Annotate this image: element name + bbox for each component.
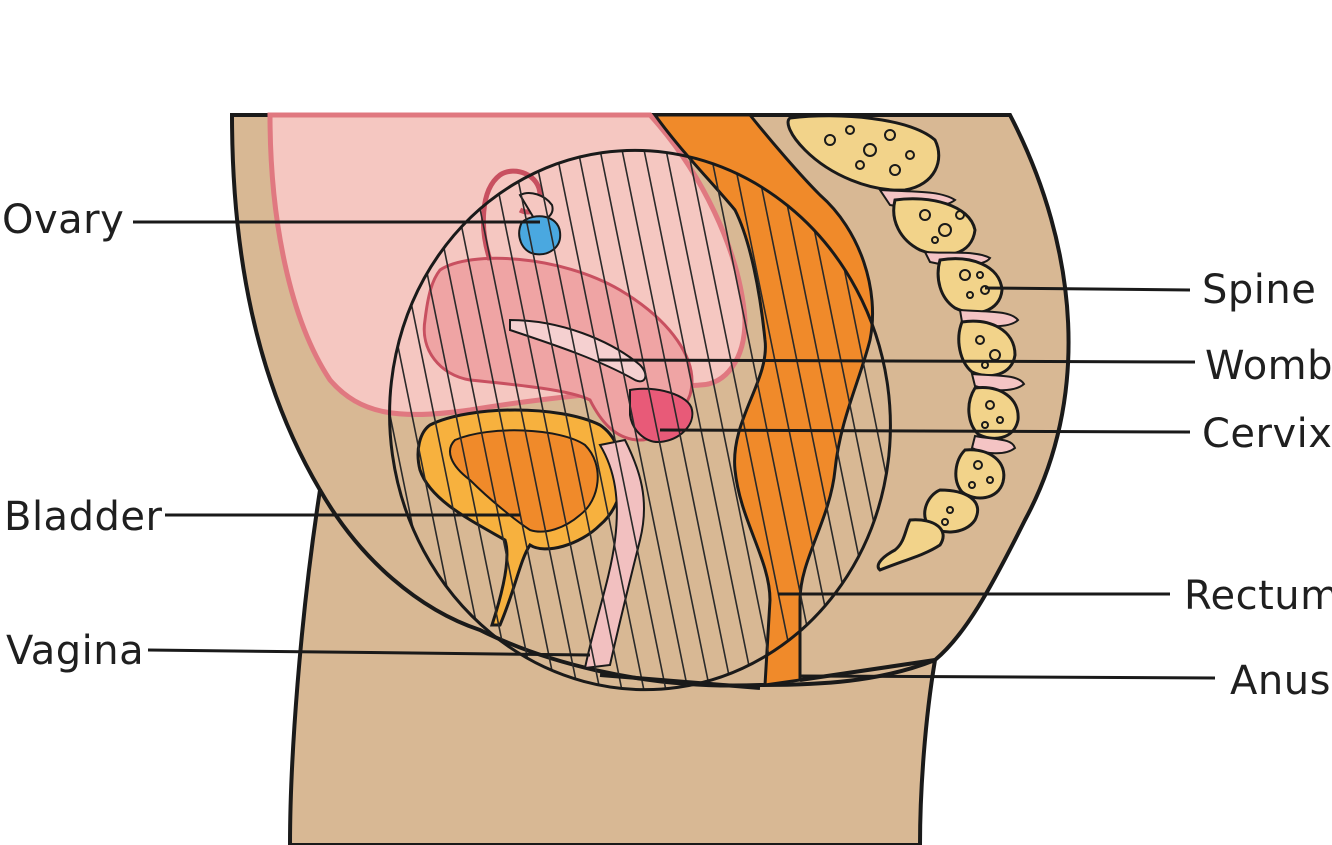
- spine: [786, 114, 1026, 572]
- label-womb: Womb: [1205, 343, 1332, 389]
- leader-anus: [799, 674, 1216, 680]
- hatch-line: [485, 129, 607, 721]
- hatch-line: [529, 129, 651, 721]
- womb-cavity: [509, 318, 647, 383]
- hatch-line: [639, 129, 761, 721]
- vagina: [583, 438, 646, 670]
- vertebra: [786, 114, 941, 192]
- leader-cervix: [659, 428, 1191, 434]
- hatch-line: [705, 129, 827, 721]
- rectum: [652, 113, 875, 687]
- womb: [422, 256, 694, 442]
- hatch-line: [617, 129, 739, 721]
- leader-spine: [984, 286, 1191, 292]
- coccyx: [876, 518, 945, 572]
- hatch-line: [1058, 130, 1178, 720]
- label-cervix: Cervix: [1202, 411, 1332, 457]
- perineum-outline: [318, 489, 936, 688]
- label-ovary: Ovary: [2, 197, 125, 243]
- label-bladder: Bladder: [4, 494, 163, 540]
- leader-vagina: [147, 648, 591, 657]
- hatch-line: [1080, 130, 1200, 720]
- hatching-boundary: [388, 148, 892, 692]
- hatch-line: [595, 129, 717, 721]
- label-spine: Spine: [1202, 267, 1317, 313]
- hatch-line: [683, 129, 805, 721]
- hatch-line: [551, 129, 673, 721]
- label-anus: Anus: [1230, 658, 1331, 704]
- hatch-line: [463, 129, 585, 721]
- hatch-line: [573, 129, 695, 721]
- hatch-line: [661, 129, 783, 721]
- vertebra: [892, 197, 977, 257]
- vertebra: [954, 448, 1006, 500]
- leader-womb: [597, 358, 1196, 364]
- vertebra: [923, 488, 979, 534]
- vertebra: [936, 257, 1004, 315]
- leader-lines: [133, 220, 1216, 680]
- label-vagina: Vagina: [6, 628, 145, 674]
- hatch-line: [507, 129, 629, 721]
- label-rectum: Rectum: [1184, 573, 1332, 619]
